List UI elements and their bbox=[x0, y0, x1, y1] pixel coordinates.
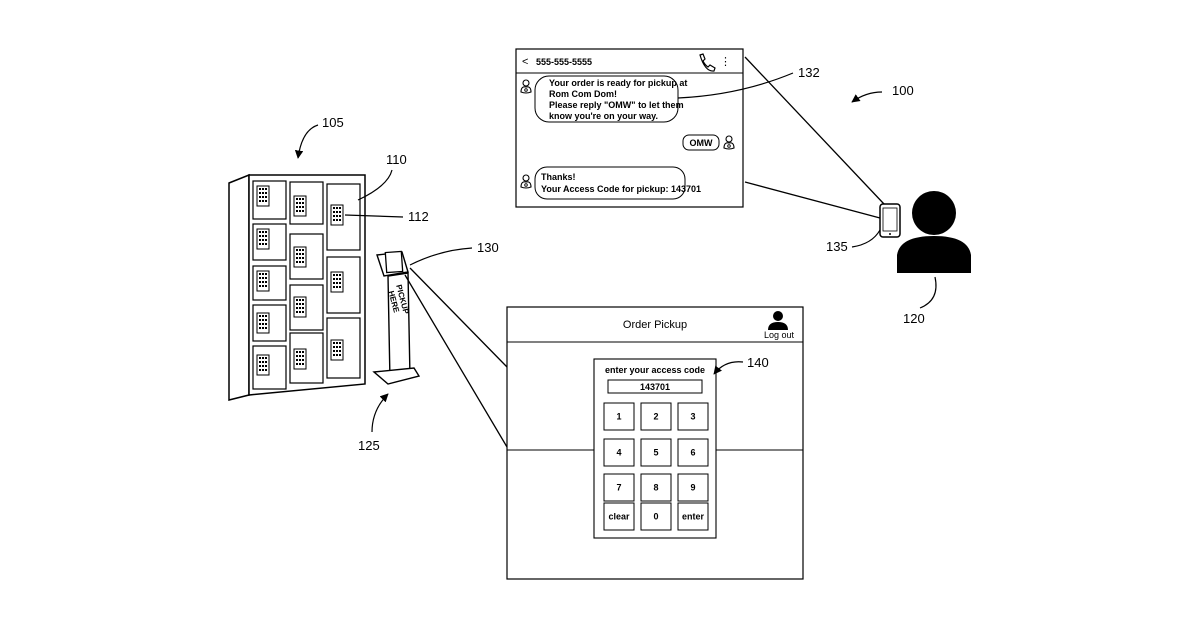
locker-bank-ref: 105 bbox=[322, 115, 344, 130]
message1-line1: Your order is ready for pickup at bbox=[549, 78, 687, 88]
user-ref: 120 bbox=[903, 311, 925, 326]
key-label: clear bbox=[608, 512, 630, 522]
device-ref: 135 bbox=[826, 239, 848, 254]
contact-number: 555-555-5555 bbox=[536, 57, 592, 67]
kiosk-ref: 125 bbox=[358, 438, 380, 453]
logout-button[interactable]: Log out bbox=[764, 330, 795, 340]
key-label: 3 bbox=[690, 412, 695, 422]
kiosk-icon: PICKUP HERE bbox=[374, 251, 419, 384]
key-6-button[interactable]: 6 bbox=[678, 439, 708, 466]
key-8-button[interactable]: 8 bbox=[641, 474, 671, 501]
message2-line1: Thanks! bbox=[541, 172, 576, 182]
keypad-ref: 112 bbox=[408, 209, 429, 224]
key-clear-button[interactable]: clear bbox=[604, 503, 634, 530]
key-label: 2 bbox=[653, 412, 658, 422]
sms-screen: < 555-555-5555 ⋮ Your order is ready for… bbox=[516, 49, 743, 207]
key-label: 9 bbox=[690, 483, 695, 493]
access-code-prompt: enter your access code bbox=[605, 365, 705, 375]
key-label: enter bbox=[682, 512, 705, 522]
message1-line4: know you're on your way. bbox=[549, 111, 658, 121]
back-button[interactable]: < bbox=[522, 56, 528, 68]
keypad-grid: 1 2 3 4 5 6 7 8 9 clear 0 enter bbox=[604, 403, 708, 530]
reply-bubble: OMW bbox=[690, 138, 713, 148]
locker-keypad bbox=[331, 205, 343, 225]
page-title: Order Pickup bbox=[623, 319, 687, 331]
key-9-button[interactable]: 9 bbox=[678, 474, 708, 501]
message1-line2: Rom Com Dom! bbox=[549, 89, 617, 99]
key-3-button[interactable]: 3 bbox=[678, 403, 708, 430]
key-label: 8 bbox=[653, 483, 658, 493]
kiosk-screen-ref: 130 bbox=[477, 240, 499, 255]
message2-line2: Your Access Code for pickup: 143701 bbox=[541, 184, 701, 194]
menu-icon[interactable]: ⋮ bbox=[720, 56, 731, 68]
user-silhouette-icon bbox=[897, 191, 971, 273]
key-5-button[interactable]: 5 bbox=[641, 439, 671, 466]
message1-line3: Please reply "OMW" to let them bbox=[549, 100, 684, 110]
locker-bank-icon bbox=[229, 175, 365, 400]
mobile-device-icon bbox=[880, 204, 900, 237]
message-ref: 132 bbox=[798, 65, 820, 80]
key-label: 7 bbox=[616, 483, 621, 493]
key-4-button[interactable]: 4 bbox=[604, 439, 634, 466]
locker-ref: 110 bbox=[386, 152, 407, 167]
key-label: 0 bbox=[653, 512, 658, 522]
key-label: 5 bbox=[653, 448, 658, 458]
key-2-button[interactable]: 2 bbox=[641, 403, 671, 430]
access-code-value: 143701 bbox=[640, 382, 670, 392]
keypad-screen-ref: 140 bbox=[747, 355, 769, 370]
key-label: 4 bbox=[616, 448, 621, 458]
key-label: 1 bbox=[616, 412, 621, 422]
order-pickup-screen: Order Pickup Log out enter your access c… bbox=[507, 307, 803, 579]
key-7-button[interactable]: 7 bbox=[604, 474, 634, 501]
key-0-button[interactable]: 0 bbox=[641, 503, 671, 530]
key-label: 6 bbox=[690, 448, 695, 458]
figure-ref-label: 100 bbox=[892, 83, 914, 98]
key-1-button[interactable]: 1 bbox=[604, 403, 634, 430]
key-enter-button[interactable]: enter bbox=[678, 503, 708, 530]
